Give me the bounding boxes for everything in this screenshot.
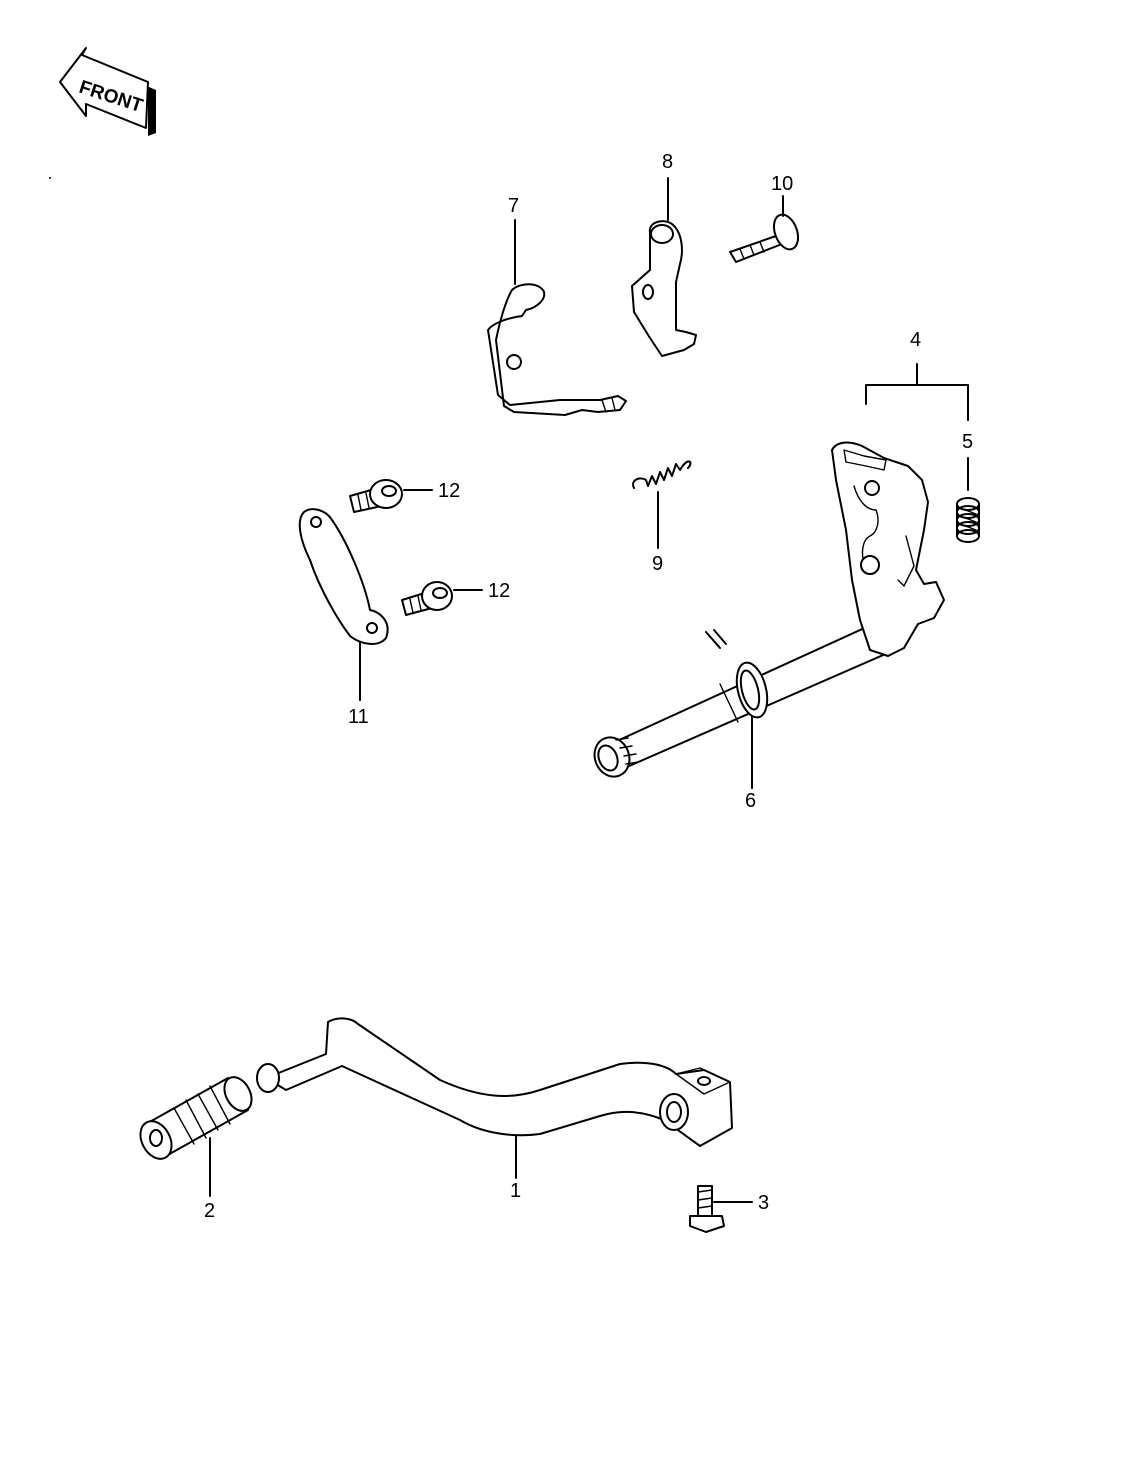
part-label-8: 8 [662, 151, 673, 173]
part-5-spring [956, 457, 980, 543]
part-12-bolt-upper [349, 479, 433, 513]
part-7-bracket [487, 219, 627, 416]
part-label-3: 3 [758, 1192, 769, 1214]
part-12-bolt-lower [401, 581, 483, 616]
part-2-rubber [139, 1076, 253, 1197]
part-10-bolt [729, 195, 800, 263]
part-label-12-lower: 12 [488, 580, 510, 602]
part-6-clip [705, 629, 769, 789]
front-arrow-icon: FRONT [59, 47, 156, 136]
part-3-bolt [689, 1185, 753, 1233]
part-label-4: 4 [910, 329, 921, 351]
part-label-6: 6 [745, 790, 756, 812]
part-label-10: 10 [771, 173, 793, 195]
part-label-2: 2 [204, 1200, 215, 1222]
stray-dot [49, 177, 51, 179]
part-label-12-upper: 12 [438, 480, 460, 502]
part-11-plate [298, 508, 389, 701]
part-label-5: 5 [962, 431, 973, 453]
part-8-lever [631, 177, 697, 357]
part-1-shift-pedal [256, 1017, 733, 1179]
part-9-spring [632, 460, 692, 549]
part-label-1: 1 [510, 1180, 521, 1202]
part-4-shift-shaft [593, 363, 969, 778]
part-label-7: 7 [508, 195, 519, 217]
part-label-9: 9 [652, 553, 663, 575]
part-label-11: 11 [348, 706, 369, 728]
